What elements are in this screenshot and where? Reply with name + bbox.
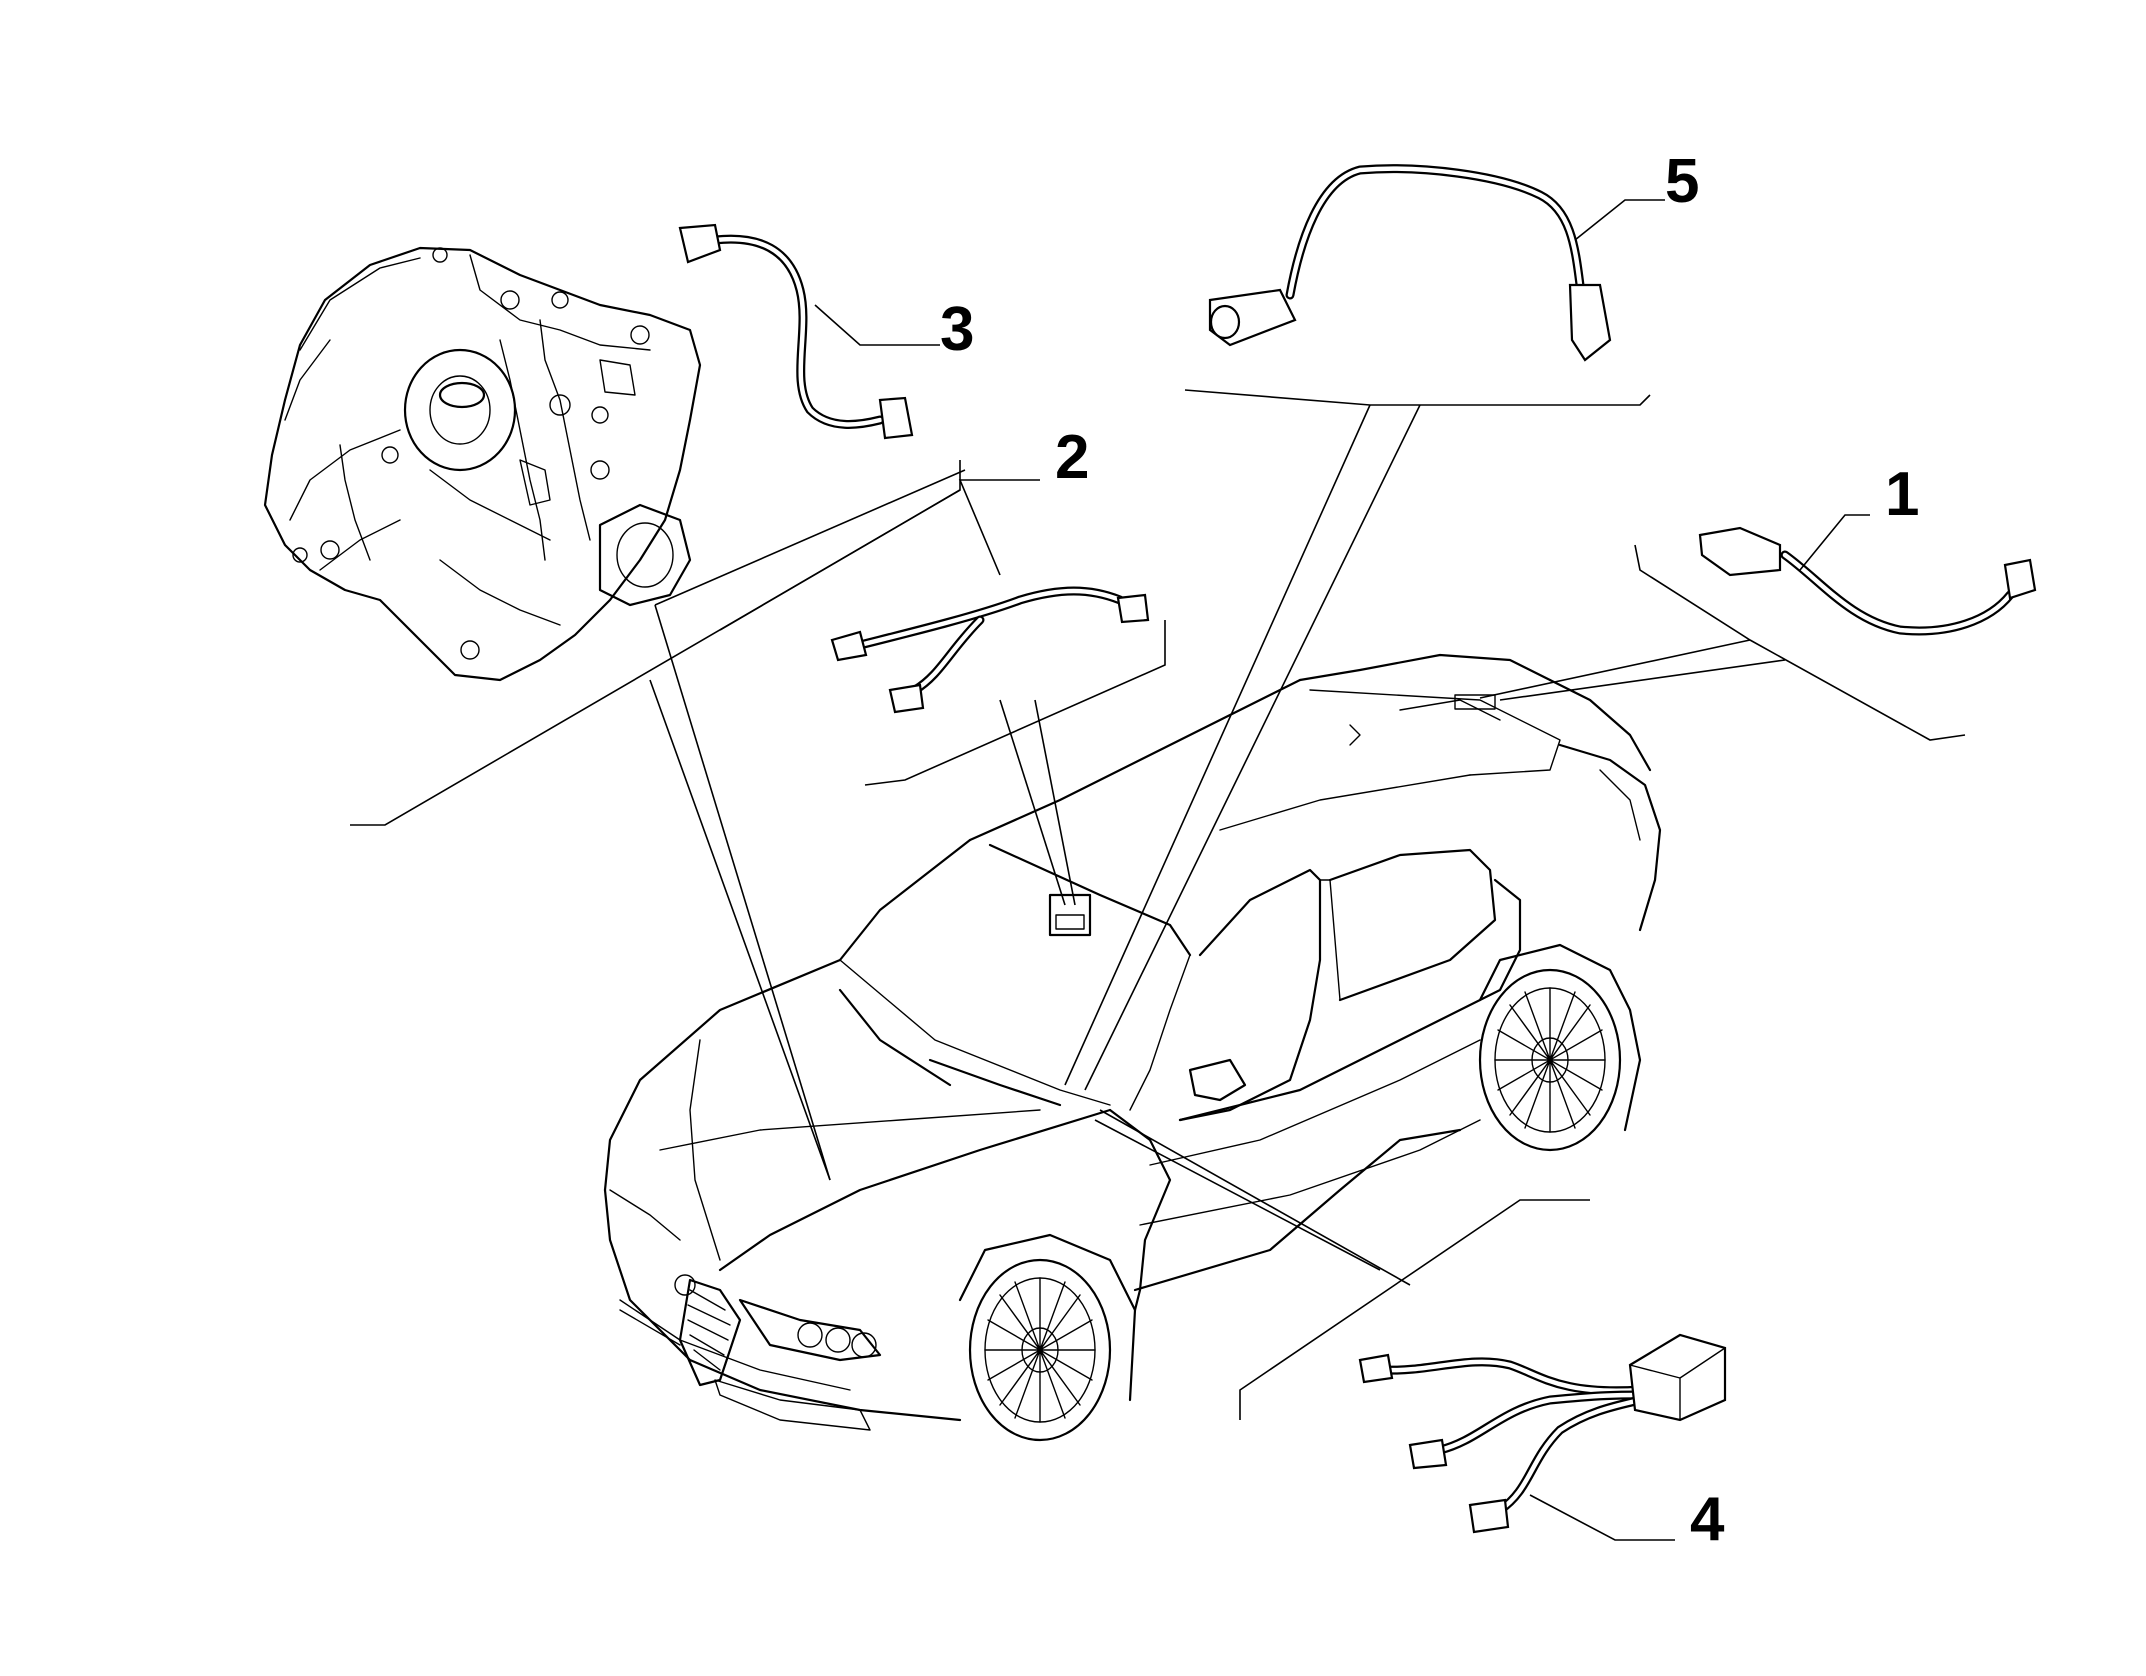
wiring-harness-part-3 [678,223,914,440]
callout-1: 1 [1885,460,1919,529]
wiring-harness-part-5 [1208,164,1612,362]
gearbox-illustration [263,246,702,682]
wiring-harness-part-1 [1698,526,2037,636]
leader-lines [350,199,1966,1541]
callout-4: 4 [1690,1485,1725,1554]
callout-3: 3 [940,295,974,364]
callout-2: 2 [1055,423,1089,492]
wiring-harness-part-2 [830,586,1150,714]
car-illustration [603,653,1662,1442]
callout-5: 5 [1665,147,1699,216]
wiring-harness-part-4 [1358,1333,1727,1534]
